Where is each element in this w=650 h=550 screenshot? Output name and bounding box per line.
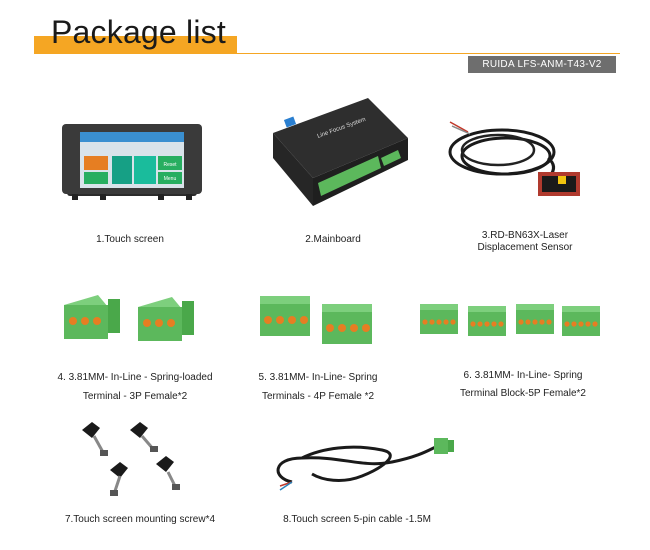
title-underline	[34, 53, 620, 54]
screen-menu-label: Menu	[164, 176, 177, 182]
title-accent-bar	[34, 36, 237, 54]
terminal-5p-image	[420, 304, 600, 336]
screen-reset-label: Reset	[163, 162, 177, 168]
caption-laser-sensor-line1: 3.RD-BN63X-Laser	[481, 230, 569, 241]
caption-terminal-5p-line2: Terminal Block-5P Female*2	[460, 388, 586, 399]
caption-touch-screen: 1.Touch screen	[96, 234, 164, 245]
mainboard-image: Line Focus System	[273, 98, 408, 206]
caption-terminal-4p-line1: 5. 3.81MM- In-Line- Spring	[258, 372, 378, 383]
caption-terminal-3p-line2: Terminal - 3P Female*2	[82, 391, 188, 402]
touch-screen-cable-image	[276, 438, 454, 491]
caption-terminal-4p-line2: Terminals - 4P Female *2	[261, 391, 375, 402]
terminal-4p-image	[260, 296, 372, 344]
caption-mounting-screws: 7.Touch screen mounting screw*4	[64, 514, 216, 525]
caption-terminal-3p-line1: 4. 3.81MM- In-Line - Spring-loaded	[57, 372, 213, 383]
model-badge: RUIDA LFS-ANM-T43-V2	[468, 56, 616, 73]
page-title: Package list	[51, 14, 226, 50]
caption-terminal-5p-line1: 6. 3.81MM- In-Line- Spring	[463, 370, 583, 381]
touch-screen-image: Reset Menu	[62, 124, 202, 200]
terminal-3p-image	[64, 295, 194, 341]
laser-sensor-image	[448, 121, 580, 196]
caption-laser-sensor-line2: Displacement Sensor	[477, 242, 573, 253]
caption-mainboard: 2.Mainboard	[305, 234, 361, 245]
mounting-screws-image	[82, 422, 180, 496]
caption-touch-screen-cable: 8.Touch screen 5-pin cable -1.5M	[283, 514, 431, 525]
